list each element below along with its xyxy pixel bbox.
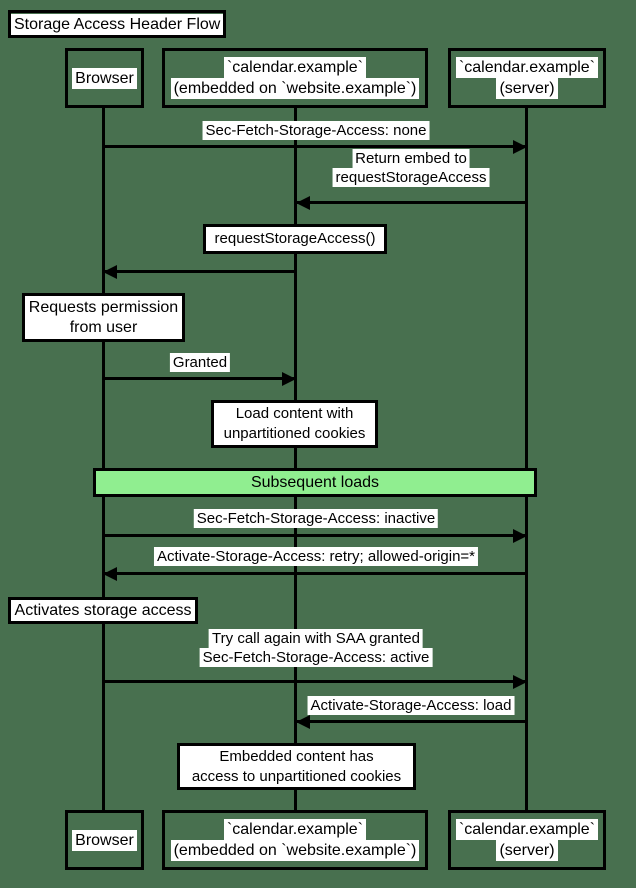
- actor-embed-top-label-line2: (embedded on `website.example`): [170, 78, 420, 99]
- actor-browser-bottom: Browser: [65, 810, 144, 870]
- actor-server-bottom-label-line2: (server): [496, 840, 558, 861]
- label-try-call-again: Try call again with SAA granted Sec-Fetc…: [199, 629, 433, 667]
- actor-server-top: `calendar.example` (server): [448, 48, 606, 108]
- actor-server-top-label-line1: `calendar.example`: [455, 57, 599, 78]
- arrowhead-right-icon: [513, 140, 527, 154]
- lifeline-browser: [102, 106, 105, 812]
- arrowhead-left-icon: [296, 196, 310, 210]
- note-request-storage-access: requestStorageAccess(): [203, 224, 387, 254]
- lifeline-embed: [294, 106, 297, 812]
- actor-browser-top: Browser: [65, 48, 144, 108]
- arrowhead-right-icon: [513, 529, 527, 543]
- arrow-asa-load-server-to-embed: [296, 720, 527, 723]
- actor-server-top-label-line2: (server): [496, 78, 558, 99]
- arrow-request-storage-access-embed-to-browser: [103, 270, 296, 273]
- arrow-try-again-browser-to-server: [103, 680, 527, 683]
- actor-browser-top-label: Browser: [72, 67, 137, 89]
- arrow-granted-browser-to-embed: [103, 377, 296, 380]
- actor-embed-bottom: `calendar.example` (embedded on `website…: [162, 810, 428, 870]
- arrowhead-right-icon: [282, 372, 296, 386]
- label-sec-fetch-storage-access-none: Sec-Fetch-Storage-Access: none: [202, 121, 430, 140]
- note-activates-storage-access: Activates storage access: [8, 597, 198, 624]
- actor-browser-bottom-label: Browser: [72, 829, 137, 851]
- label-granted: Granted: [169, 353, 231, 372]
- arrowhead-left-icon: [103, 265, 117, 279]
- label-activate-storage-access-retry: Activate-Storage-Access: retry; allowed-…: [153, 547, 479, 566]
- actor-embed-top-label-line1: `calendar.example`: [223, 57, 367, 78]
- arrowhead-right-icon: [513, 675, 527, 689]
- arrow-sfsa-inactive-browser-to-server: [103, 534, 527, 537]
- arrowhead-left-icon: [296, 715, 310, 729]
- arrowhead-left-icon: [103, 567, 117, 581]
- note-embedded-content: Embedded content has access to unpartiti…: [177, 743, 416, 790]
- actor-server-bottom: `calendar.example` (server): [448, 810, 606, 870]
- arrow-asa-retry-server-to-browser: [103, 572, 527, 575]
- arrow-sfsa-none-browser-to-server: [103, 145, 527, 148]
- label-activate-storage-access-load: Activate-Storage-Access: load: [307, 696, 515, 715]
- note-load-content: Load content with unpartitioned cookies: [211, 400, 378, 448]
- note-requests-permission: Requests permission from user: [22, 293, 185, 342]
- actor-embed-bottom-label-line1: `calendar.example`: [223, 819, 367, 840]
- label-return-embed: Return embed to requestStorageAccess: [332, 149, 490, 187]
- lifeline-server: [525, 106, 528, 812]
- diagram-title: Storage Access Header Flow: [8, 10, 226, 38]
- actor-embed-bottom-label-line2: (embedded on `website.example`): [170, 840, 420, 861]
- label-sec-fetch-storage-access-inactive: Sec-Fetch-Storage-Access: inactive: [193, 509, 439, 528]
- divider-subsequent-loads: Subsequent loads: [93, 468, 537, 497]
- actor-server-bottom-label-line1: `calendar.example`: [455, 819, 599, 840]
- diagram-title-label: Storage Access Header Flow: [11, 13, 224, 35]
- arrow-return-embed-server-to-embed: [296, 201, 527, 204]
- actor-embed-top: `calendar.example` (embedded on `website…: [162, 48, 428, 108]
